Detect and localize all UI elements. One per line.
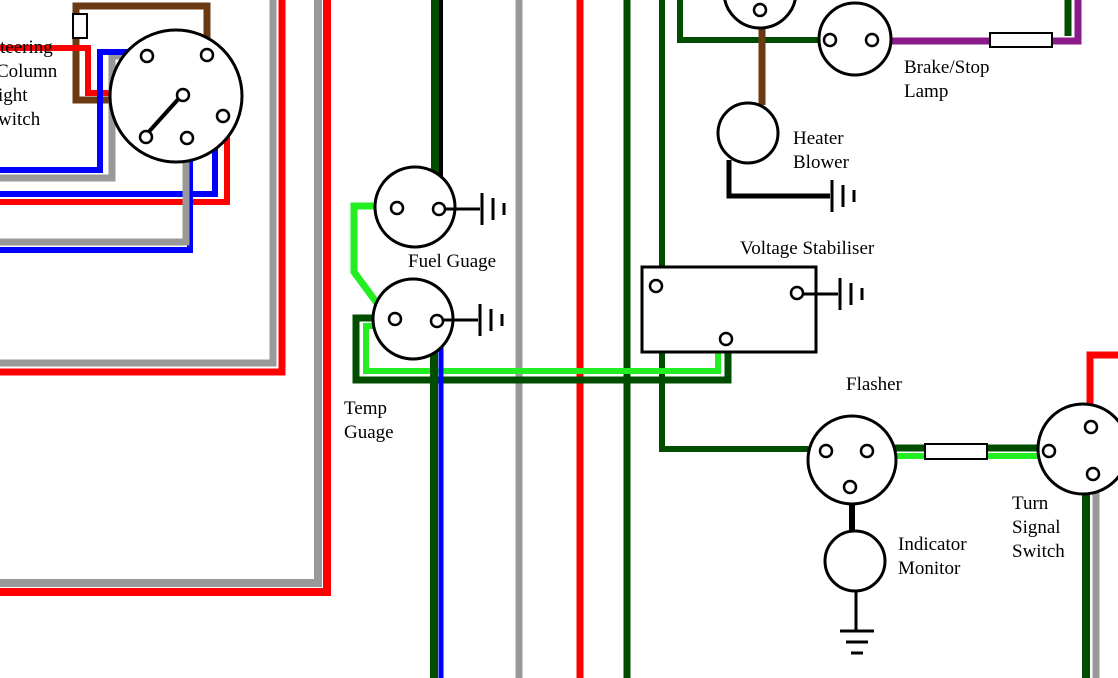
wire-grey-inner [0,0,277,367]
wire-black-heater [726,160,830,199]
brake-lamp-terminal [822,32,838,48]
fuel-gauge-terminal [431,201,447,217]
label-line: Temp [344,398,387,419]
top-right-components: Brake/Stop Lamp Heater Blower [677,0,1082,212]
voltage-stabiliser-group: Voltage Stabiliser [640,238,875,354]
wire-red-inner [0,0,286,376]
label-line: Column [0,61,58,82]
wire-blue-switch [0,49,146,173]
turn-switch-terminal [1083,419,1099,435]
temp-gauge-terminal [387,311,403,327]
switch-terminal [139,48,155,64]
top-lamp-terminal [752,2,768,18]
fuse-small [72,13,88,39]
switch-terminal [175,87,191,103]
brake-stop-lamp [817,1,893,77]
switch-terminal [215,108,231,124]
indicator-monitor-label: Indicator Monitor [898,534,971,579]
stabiliser-terminal [789,285,805,301]
fuel-gauge-label: Fuel Guage [408,251,496,272]
flasher-terminal [842,479,858,495]
ground-icon [840,592,874,655]
fuel-gauge [373,165,457,249]
brake-lamp-terminal [864,32,880,48]
label-line: teering [0,37,53,58]
heater-blower-label: Heater Blower [793,128,850,173]
temp-gauge-terminal [429,313,445,329]
flasher-terminal [818,443,834,459]
voltage-stabiliser-label: Voltage Stabiliser [740,238,875,259]
wire-grey-bottom [0,145,190,246]
wire-red-turn-switch [1086,351,1118,405]
flasher-terminal [859,443,875,459]
flasher-label: Flasher [846,374,903,395]
turn-signal-switch-label: Turn Signal Switch [1012,493,1065,562]
ground-icon [803,278,864,310]
label-line: Guage [344,422,394,443]
wire-dark-green-top [677,0,828,43]
switch-contact-arm [143,93,184,138]
stabiliser-terminal [648,278,664,294]
indicator-monitor [823,529,887,593]
flasher [806,414,898,506]
steering-switch-label: teering Column ight witch [0,37,62,130]
temp-gauge-label: Temp Guage [344,398,394,443]
heater-blower [716,101,780,165]
switch-terminal [138,129,154,145]
label-line: Lamp [904,81,948,102]
switch-terminal [199,47,215,63]
label-line: Blower [793,152,850,173]
gauges: Fuel Guage Temp Guage [344,0,732,678]
turn-switch-terminal [1085,466,1101,482]
label-line: witch [0,109,41,130]
label-line: Heater [793,128,844,149]
wire-blue-bottom [0,145,193,253]
ground-icon [830,180,856,212]
ground-icon [445,193,506,225]
fuse-brake [989,32,1053,48]
label-line: Indicator [898,534,967,555]
brake-stop-lamp-label: Brake/Stop Lamp [904,57,994,102]
wire-grey-outer [0,0,322,587]
label-line: ight [0,85,28,106]
wire-purple-brake [875,0,1082,45]
ground-icon [443,304,504,336]
stabiliser-terminal [718,331,734,347]
turn-switch-terminal [1041,443,1057,459]
label-line: Monitor [898,558,961,579]
wire-red-outer [0,0,331,596]
fuel-gauge-terminal [389,200,405,216]
label-line: Switch [1012,541,1065,562]
left-wiring: teering Column ight witch [0,0,331,596]
label-line: Brake/Stop [904,57,990,78]
turn-signal-group: Flasher Indicator Monitor Turn Signal Sw… [662,351,1118,678]
wire-dark-green-temp-loop [352,314,732,384]
fuse-flasher [924,443,988,460]
label-line: Signal [1012,517,1061,538]
label-line: Turn [1012,493,1049,514]
switch-terminal [179,130,195,146]
